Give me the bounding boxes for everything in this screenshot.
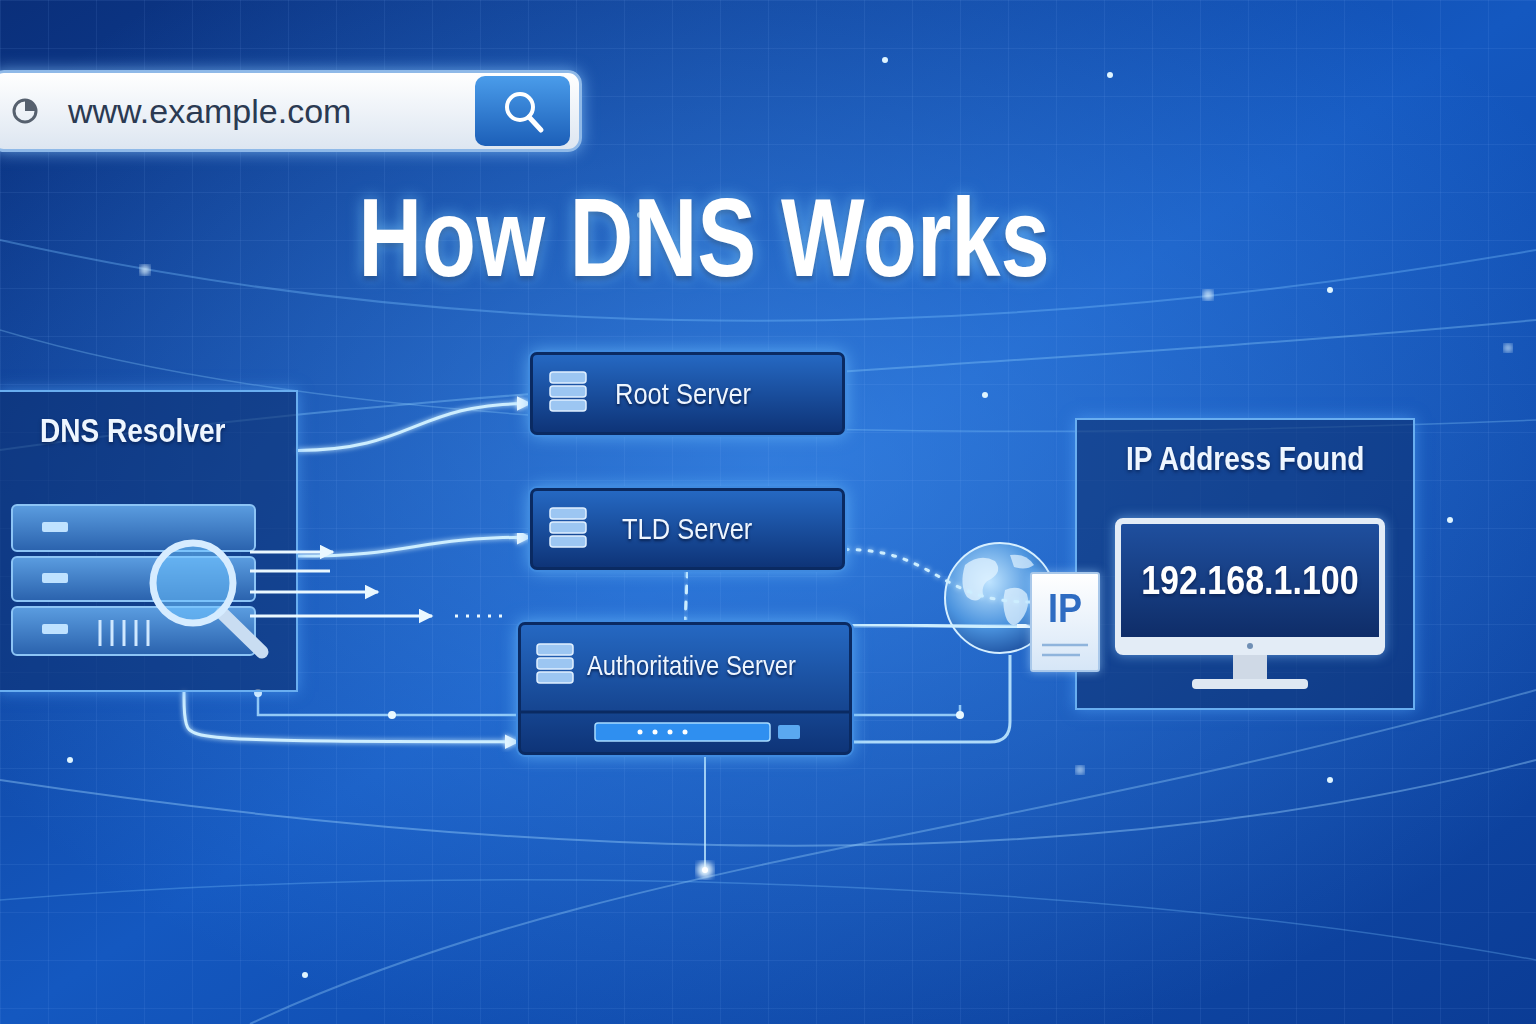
glow-dot	[388, 711, 396, 719]
rack-led	[42, 573, 68, 583]
leader-line	[852, 655, 1010, 742]
connector-arrow	[298, 537, 530, 556]
server-icon	[537, 672, 573, 683]
server-icon	[537, 644, 573, 655]
connector-arrow	[184, 692, 518, 742]
sparkle	[67, 757, 73, 763]
server-led	[668, 730, 673, 735]
panel-heading: IP Address Found	[1126, 440, 1364, 478]
search-icon	[529, 117, 541, 130]
rack-led	[42, 522, 68, 532]
sparkle	[1327, 777, 1333, 783]
magnifier-icon	[153, 543, 233, 623]
rack-unit	[12, 607, 255, 655]
rack-unit	[12, 557, 255, 601]
monitor-screen: 192.168.1.100	[1115, 518, 1385, 655]
resolver-panel: DNS Resolver	[0, 390, 298, 692]
server-led	[683, 730, 688, 735]
sparkle	[1447, 517, 1453, 523]
query-arrow	[250, 615, 432, 618]
glow-curve	[250, 690, 1536, 1024]
query-arrow	[250, 551, 333, 554]
server-box: Root Server	[530, 352, 845, 435]
sparkle	[1107, 72, 1113, 78]
glow-curve	[0, 760, 1536, 846]
glow-dot	[956, 711, 964, 719]
sparkle	[982, 392, 988, 398]
connector-arrow	[845, 550, 1030, 603]
globe-continent	[1003, 588, 1028, 625]
server-box: TLD Server	[530, 488, 845, 570]
url-text: www.example.com	[68, 92, 351, 131]
connector-arrow	[298, 403, 530, 450]
monitor-stand	[1233, 655, 1267, 680]
ip-address: 192.168.1.100	[1141, 558, 1358, 603]
server-icon	[550, 372, 586, 383]
server-label: Authoritative Server	[587, 650, 796, 682]
glow-dot	[702, 867, 708, 873]
search-icon	[507, 94, 533, 120]
sparkle	[140, 265, 150, 275]
server-base-bar	[595, 723, 770, 741]
server-base	[521, 711, 849, 714]
server-label: Root Server	[615, 377, 751, 411]
glow-curve	[0, 880, 1536, 960]
title-underline	[330, 315, 1080, 318]
document-line	[1042, 654, 1080, 657]
monitor-power	[1247, 643, 1253, 649]
panel-heading: DNS Resolver	[40, 412, 226, 450]
ip-badge: IP	[1048, 586, 1082, 631]
browser-icon	[25, 100, 36, 111]
glow-dot	[697, 862, 713, 878]
magnifier-handle	[222, 613, 262, 652]
server-icon	[550, 508, 586, 519]
sparkle	[1076, 766, 1084, 774]
sparkle	[882, 57, 888, 63]
connector-arrow	[685, 570, 688, 622]
connector-arrow	[686, 435, 689, 488]
rack-vents	[100, 620, 148, 646]
query-arrow	[250, 570, 330, 573]
server-icon	[537, 658, 573, 669]
server-led	[638, 730, 643, 735]
server-icon	[550, 386, 586, 397]
ip-document: IP	[1030, 572, 1100, 672]
server-icon	[550, 400, 586, 411]
search-bar: www.example.com	[0, 70, 582, 152]
result-panel: IP Address Found 192.168.1.100	[1075, 418, 1415, 710]
server-base-bar	[778, 725, 800, 739]
dotted-trail	[455, 615, 505, 618]
sparkle	[1504, 344, 1512, 352]
connector-arrow	[852, 625, 1030, 627]
glow-line	[704, 755, 706, 870]
document-line	[1042, 644, 1088, 647]
server-icon	[550, 536, 586, 547]
server-box: Authoritative Server	[518, 622, 852, 755]
sparkle	[1203, 290, 1213, 300]
globe-continent	[1010, 555, 1034, 569]
rack-unit	[12, 505, 255, 551]
sparkle	[1327, 287, 1333, 293]
server-icon	[550, 522, 586, 533]
rack-led	[42, 624, 68, 634]
search-button	[475, 76, 570, 146]
browser-icon	[14, 100, 36, 122]
monitor-stand	[1192, 679, 1308, 689]
server-led	[653, 730, 658, 735]
diagram-title: How DNS Works	[148, 176, 1260, 299]
sparkle	[302, 972, 308, 978]
server-label: TLD Server	[622, 512, 752, 546]
query-arrow	[250, 591, 378, 594]
